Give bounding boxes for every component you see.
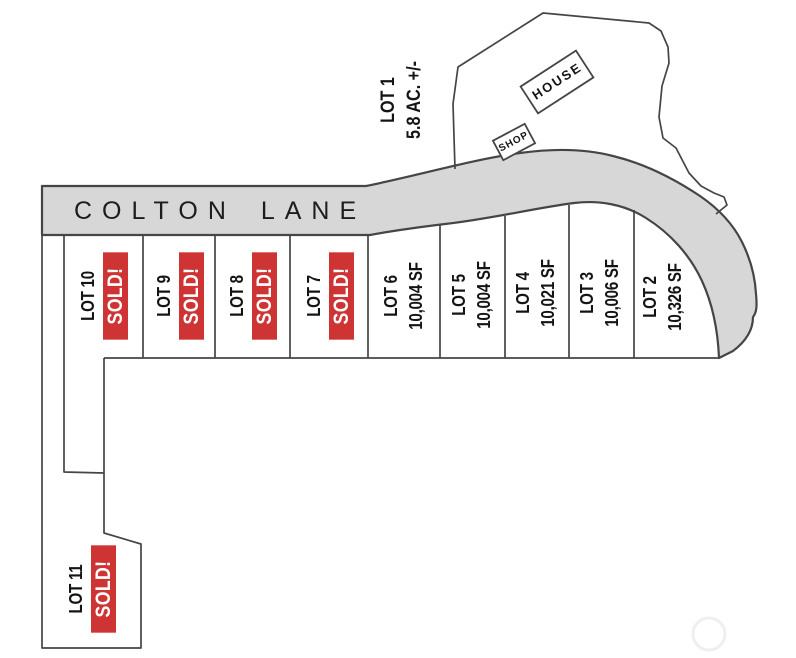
lot-1-area: 5.8 AC. +/- (404, 61, 425, 139)
lot-10-status: SOLD! (103, 267, 127, 325)
lot-8: LOT 8 SOLD! (227, 252, 277, 340)
lot-10-sold-banner: SOLD! (103, 252, 128, 340)
road-name: COLTON LANE (74, 197, 367, 225)
lot-6-size: 10,004 SF (406, 262, 426, 330)
lot-8-status: SOLD! (252, 267, 276, 325)
house-outline (519, 49, 595, 115)
lot-3: LOT 3 10,006 SF (577, 259, 623, 327)
lot-1-boundary (452, 12, 728, 215)
road-colton-lane-shape (40, 148, 758, 360)
lot-7: LOT 7 SOLD! (304, 252, 354, 340)
lot-3-size: 10,006 SF (602, 259, 622, 327)
lot-8-name: LOT 8 (227, 275, 247, 317)
lot-10: LOT 10 SOLD! (78, 252, 128, 340)
lot-3-name: LOT 3 (577, 272, 597, 314)
lot-4: LOT 4 10,021 SF (513, 259, 559, 327)
lot-2-size: 10,326 SF (665, 263, 685, 331)
lot-2: LOT 2 10,326 SF (640, 263, 686, 331)
lot-1-name: LOT 1 (378, 77, 399, 123)
lot-9: LOT 9 SOLD! (154, 252, 204, 340)
lot-9-status: SOLD! (179, 267, 203, 325)
lot-5-size: 10,004 SF (474, 261, 494, 329)
lot-7-status: SOLD! (329, 267, 353, 325)
shop-outline (491, 122, 537, 162)
lot-7-name: LOT 7 (304, 275, 324, 317)
lot-9-name: LOT 9 (154, 275, 174, 317)
lot-6: LOT 6 10,004 SF (381, 262, 427, 330)
lot-11-status: SOLD! (91, 560, 115, 618)
lot-1-label: LOT 1 5.8 AC. +/- (376, 61, 428, 139)
lot-6-name: LOT 6 (381, 275, 401, 317)
lot-5-name: LOT 5 (449, 274, 469, 316)
lot-10-name: LOT 10 (78, 271, 98, 321)
lot-11-name: LOT 11 (66, 564, 86, 614)
lot-11: LOT 11 SOLD! (66, 545, 116, 633)
lot-11-sold-banner: SOLD! (91, 545, 116, 633)
watermark-circle (691, 616, 727, 652)
lot-7-sold-banner: SOLD! (329, 252, 354, 340)
lot-9-sold-banner: SOLD! (179, 252, 204, 340)
lot-2-name: LOT 2 (640, 276, 660, 318)
lot-4-name: LOT 4 (513, 272, 533, 314)
parcel-boundaries (41, 205, 719, 649)
lot-8-sold-banner: SOLD! (252, 252, 277, 340)
lot-5: LOT 5 10,004 SF (449, 261, 495, 329)
lot-4-size: 10,021 SF (538, 259, 558, 327)
